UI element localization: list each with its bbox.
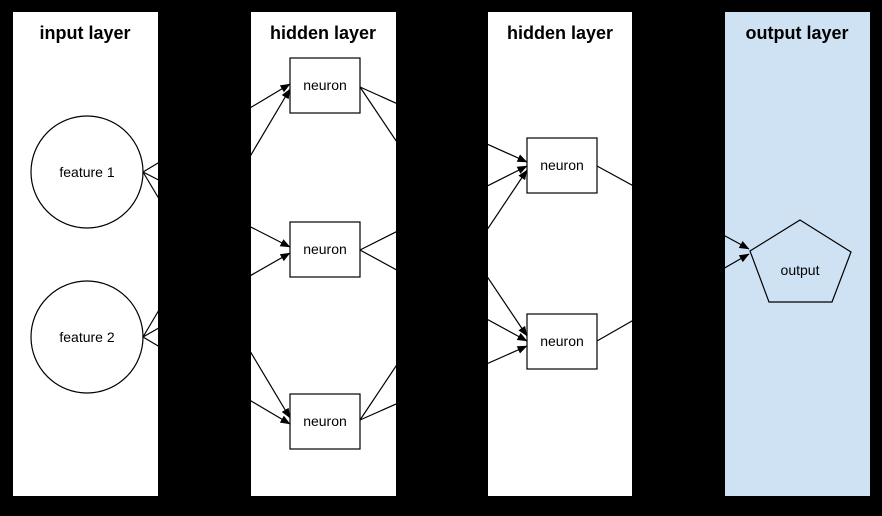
node-label-h1n1: neuron — [303, 77, 347, 93]
panel-gap-3 — [632, 0, 725, 516]
node-hidden1-neuron-2 — [289, 221, 361, 278]
panel-output-layer — [725, 12, 870, 496]
node-hidden2-neuron-1 — [526, 137, 598, 194]
node-hidden1-neuron-3 — [289, 393, 361, 450]
node-feature-2 — [30, 280, 144, 394]
node-label-feature-2: feature 2 — [59, 329, 114, 345]
node-label-h1n3: neuron — [303, 413, 347, 429]
node-output-pentagon — [749, 219, 852, 303]
panel-title-hidden-1: hidden layer — [270, 23, 376, 43]
panel-gap-2 — [396, 0, 488, 516]
panel-input-layer — [13, 12, 158, 496]
panel-gap-1 — [158, 0, 251, 516]
node-label-h2n1: neuron — [540, 157, 584, 173]
node-label-feature-1: feature 1 — [59, 164, 114, 180]
node-feature-1 — [30, 115, 144, 229]
panel-title-hidden-2: hidden layer — [507, 23, 613, 43]
node-hidden1-neuron-1 — [289, 57, 361, 114]
panel-hidden-layer-2 — [488, 12, 632, 496]
node-label-h2n2: neuron — [540, 333, 584, 349]
node-label-h1n2: neuron — [303, 241, 347, 257]
panel-title-input: input layer — [39, 23, 130, 43]
node-label-output: output — [781, 262, 820, 278]
node-hidden2-neuron-2 — [526, 313, 598, 370]
panel-title-output: output layer — [745, 23, 848, 43]
